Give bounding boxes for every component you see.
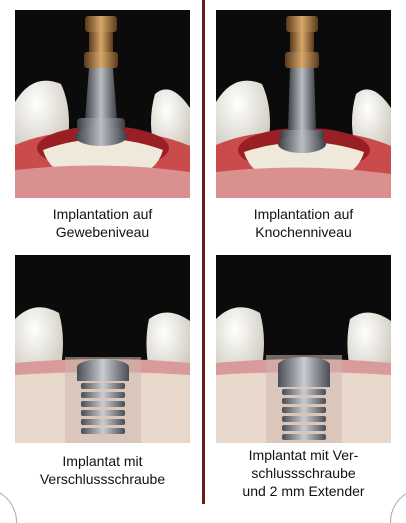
corner-line-right [390, 488, 406, 523]
image-tissue-level-implant [15, 10, 190, 198]
image-implant-closure-screw [15, 255, 190, 443]
implant-comparison-figure: Implantation aufGewebeniveau Implantatio… [0, 0, 406, 504]
corner-line-left [0, 488, 17, 523]
center-divider [202, 0, 205, 504]
image-implant-closure-screw-extender [216, 255, 391, 443]
image-bone-level-implant [216, 10, 391, 198]
